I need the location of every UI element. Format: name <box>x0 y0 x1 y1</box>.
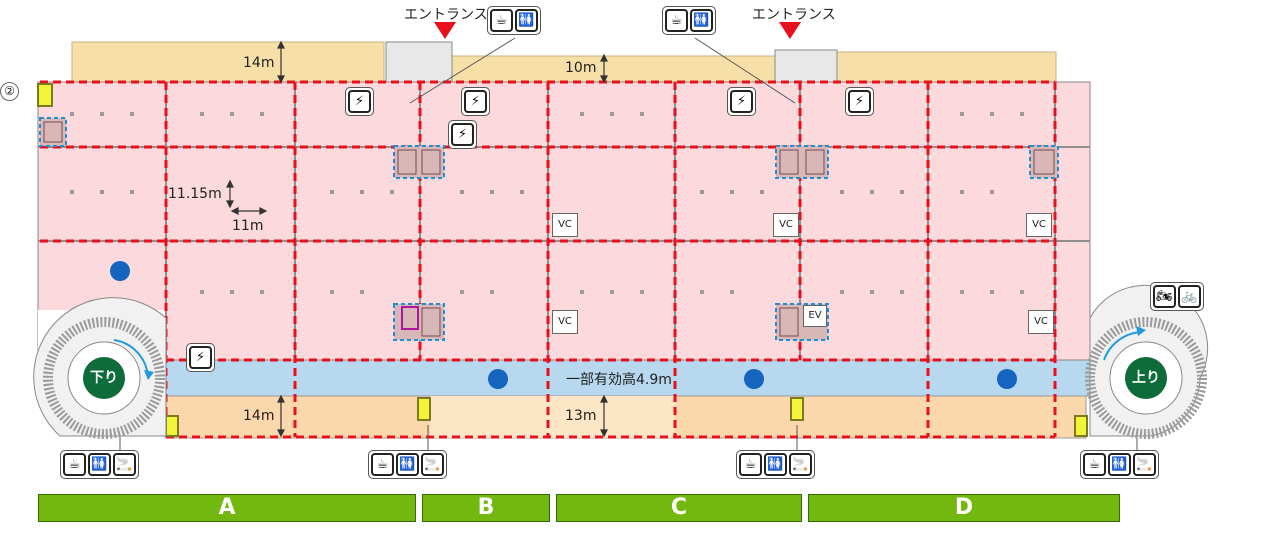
vending-machine-icon: ☕ <box>63 453 86 476</box>
bicycle-icon: 🚲 <box>1178 285 1201 308</box>
restroom-icon: 🚻 <box>515 9 538 32</box>
entrance-arrow-right <box>779 22 801 39</box>
smoking-area-icon: 🚬 <box>1133 453 1156 476</box>
facility-sign-top-left: ☕ 🚻 <box>487 6 541 35</box>
restroom-icon: 🚻 <box>396 453 419 476</box>
smoking-area-icon: 🚬 <box>421 453 444 476</box>
vc-box: VC <box>1028 310 1054 334</box>
ev-charger-icon: ⚡ <box>348 90 371 113</box>
ev-box: EV <box>803 305 827 327</box>
facility-sign-a: ☕ 🚻 🚬 <box>60 450 139 479</box>
location-dot <box>110 261 130 281</box>
zone-b[interactable]: B <box>422 494 550 522</box>
facility-sign-top-right: ☕ 🚻 <box>662 6 716 35</box>
restroom-icon: 🚻 <box>764 453 787 476</box>
entrance-core-left <box>385 41 453 87</box>
ev-charger-icon: ⚡ <box>464 90 487 113</box>
ev-charger-sign: ⚡ <box>186 343 215 372</box>
dim-bottom-center: 13m <box>565 408 597 424</box>
location-dot <box>744 369 764 389</box>
location-dot <box>997 369 1017 389</box>
ev-charger-icon: ⚡ <box>730 90 753 113</box>
vc-box: VC <box>552 310 578 334</box>
lift-magenta <box>401 306 419 330</box>
dimension-arrows <box>226 40 608 438</box>
entrance-arrow-left <box>434 22 456 39</box>
smoking-area-icon: 🚬 <box>113 453 136 476</box>
motorcycle-icon: 🏍 <box>1153 285 1176 308</box>
marker-badge: ② <box>0 82 19 101</box>
top-office-band-right <box>835 51 1057 83</box>
partial-height-note: 一部有効高4.9m <box>566 372 672 388</box>
compartment-lines <box>40 80 1057 439</box>
dim-top-center: 10m <box>565 60 597 76</box>
restroom-icon: 🚻 <box>690 9 713 32</box>
ev-charger-sign: ⚡ <box>461 87 490 116</box>
vc-box: VC <box>552 213 578 237</box>
dock-band <box>165 359 1091 397</box>
restroom-icon: 🚻 <box>88 453 111 476</box>
dim-bay-height: 11.15m <box>168 186 222 202</box>
vc-box: VC <box>773 213 799 237</box>
location-dot <box>488 369 508 389</box>
zone-a[interactable]: A <box>38 494 416 522</box>
facility-sign-c: ☕ 🚻 🚬 <box>736 450 815 479</box>
stair-markers <box>37 83 1088 437</box>
ramp-up-label: 上り <box>1125 357 1167 399</box>
zone-d[interactable]: D <box>808 494 1120 522</box>
column-dots <box>70 112 1024 294</box>
entrance-label-left: エントランス <box>404 7 488 23</box>
vc-box: VC <box>1026 213 1052 237</box>
facility-sign-b: ☕ 🚻 🚬 <box>368 450 447 479</box>
facility-sign-d: ☕ 🚻 🚬 <box>1080 450 1159 479</box>
ev-charger-icon: ⚡ <box>451 123 474 146</box>
smoking-area-icon: 🚬 <box>789 453 812 476</box>
bike-parking-sign: 🏍 🚲 <box>1150 282 1204 311</box>
zone-c[interactable]: C <box>556 494 802 522</box>
dim-bottom-left: 14m <box>243 408 275 424</box>
vending-machine-icon: ☕ <box>371 453 394 476</box>
ev-charger-icon: ⚡ <box>189 346 212 369</box>
vending-machine-icon: ☕ <box>1083 453 1106 476</box>
ramp-down-label: 下り <box>83 357 125 399</box>
restroom-icon: 🚻 <box>1108 453 1131 476</box>
vending-machine-icon: ☕ <box>665 9 688 32</box>
top-office-band-left <box>71 41 385 83</box>
vending-machine-icon: ☕ <box>739 453 762 476</box>
dim-bay-width: 11m <box>232 218 264 234</box>
ev-charger-sign: ⚡ <box>845 87 874 116</box>
dim-top-left: 14m <box>243 55 275 71</box>
truck-berth-lighter <box>430 396 675 438</box>
elevator-inner <box>43 121 1055 337</box>
ev-charger-sign: ⚡ <box>727 87 756 116</box>
ev-charger-icon: ⚡ <box>848 90 871 113</box>
ev-charger-sign: ⚡ <box>448 120 477 149</box>
ev-charger-sign: ⚡ <box>345 87 374 116</box>
vending-machine-icon: ☕ <box>490 9 513 32</box>
entrance-label-right: エントランス <box>752 7 836 23</box>
